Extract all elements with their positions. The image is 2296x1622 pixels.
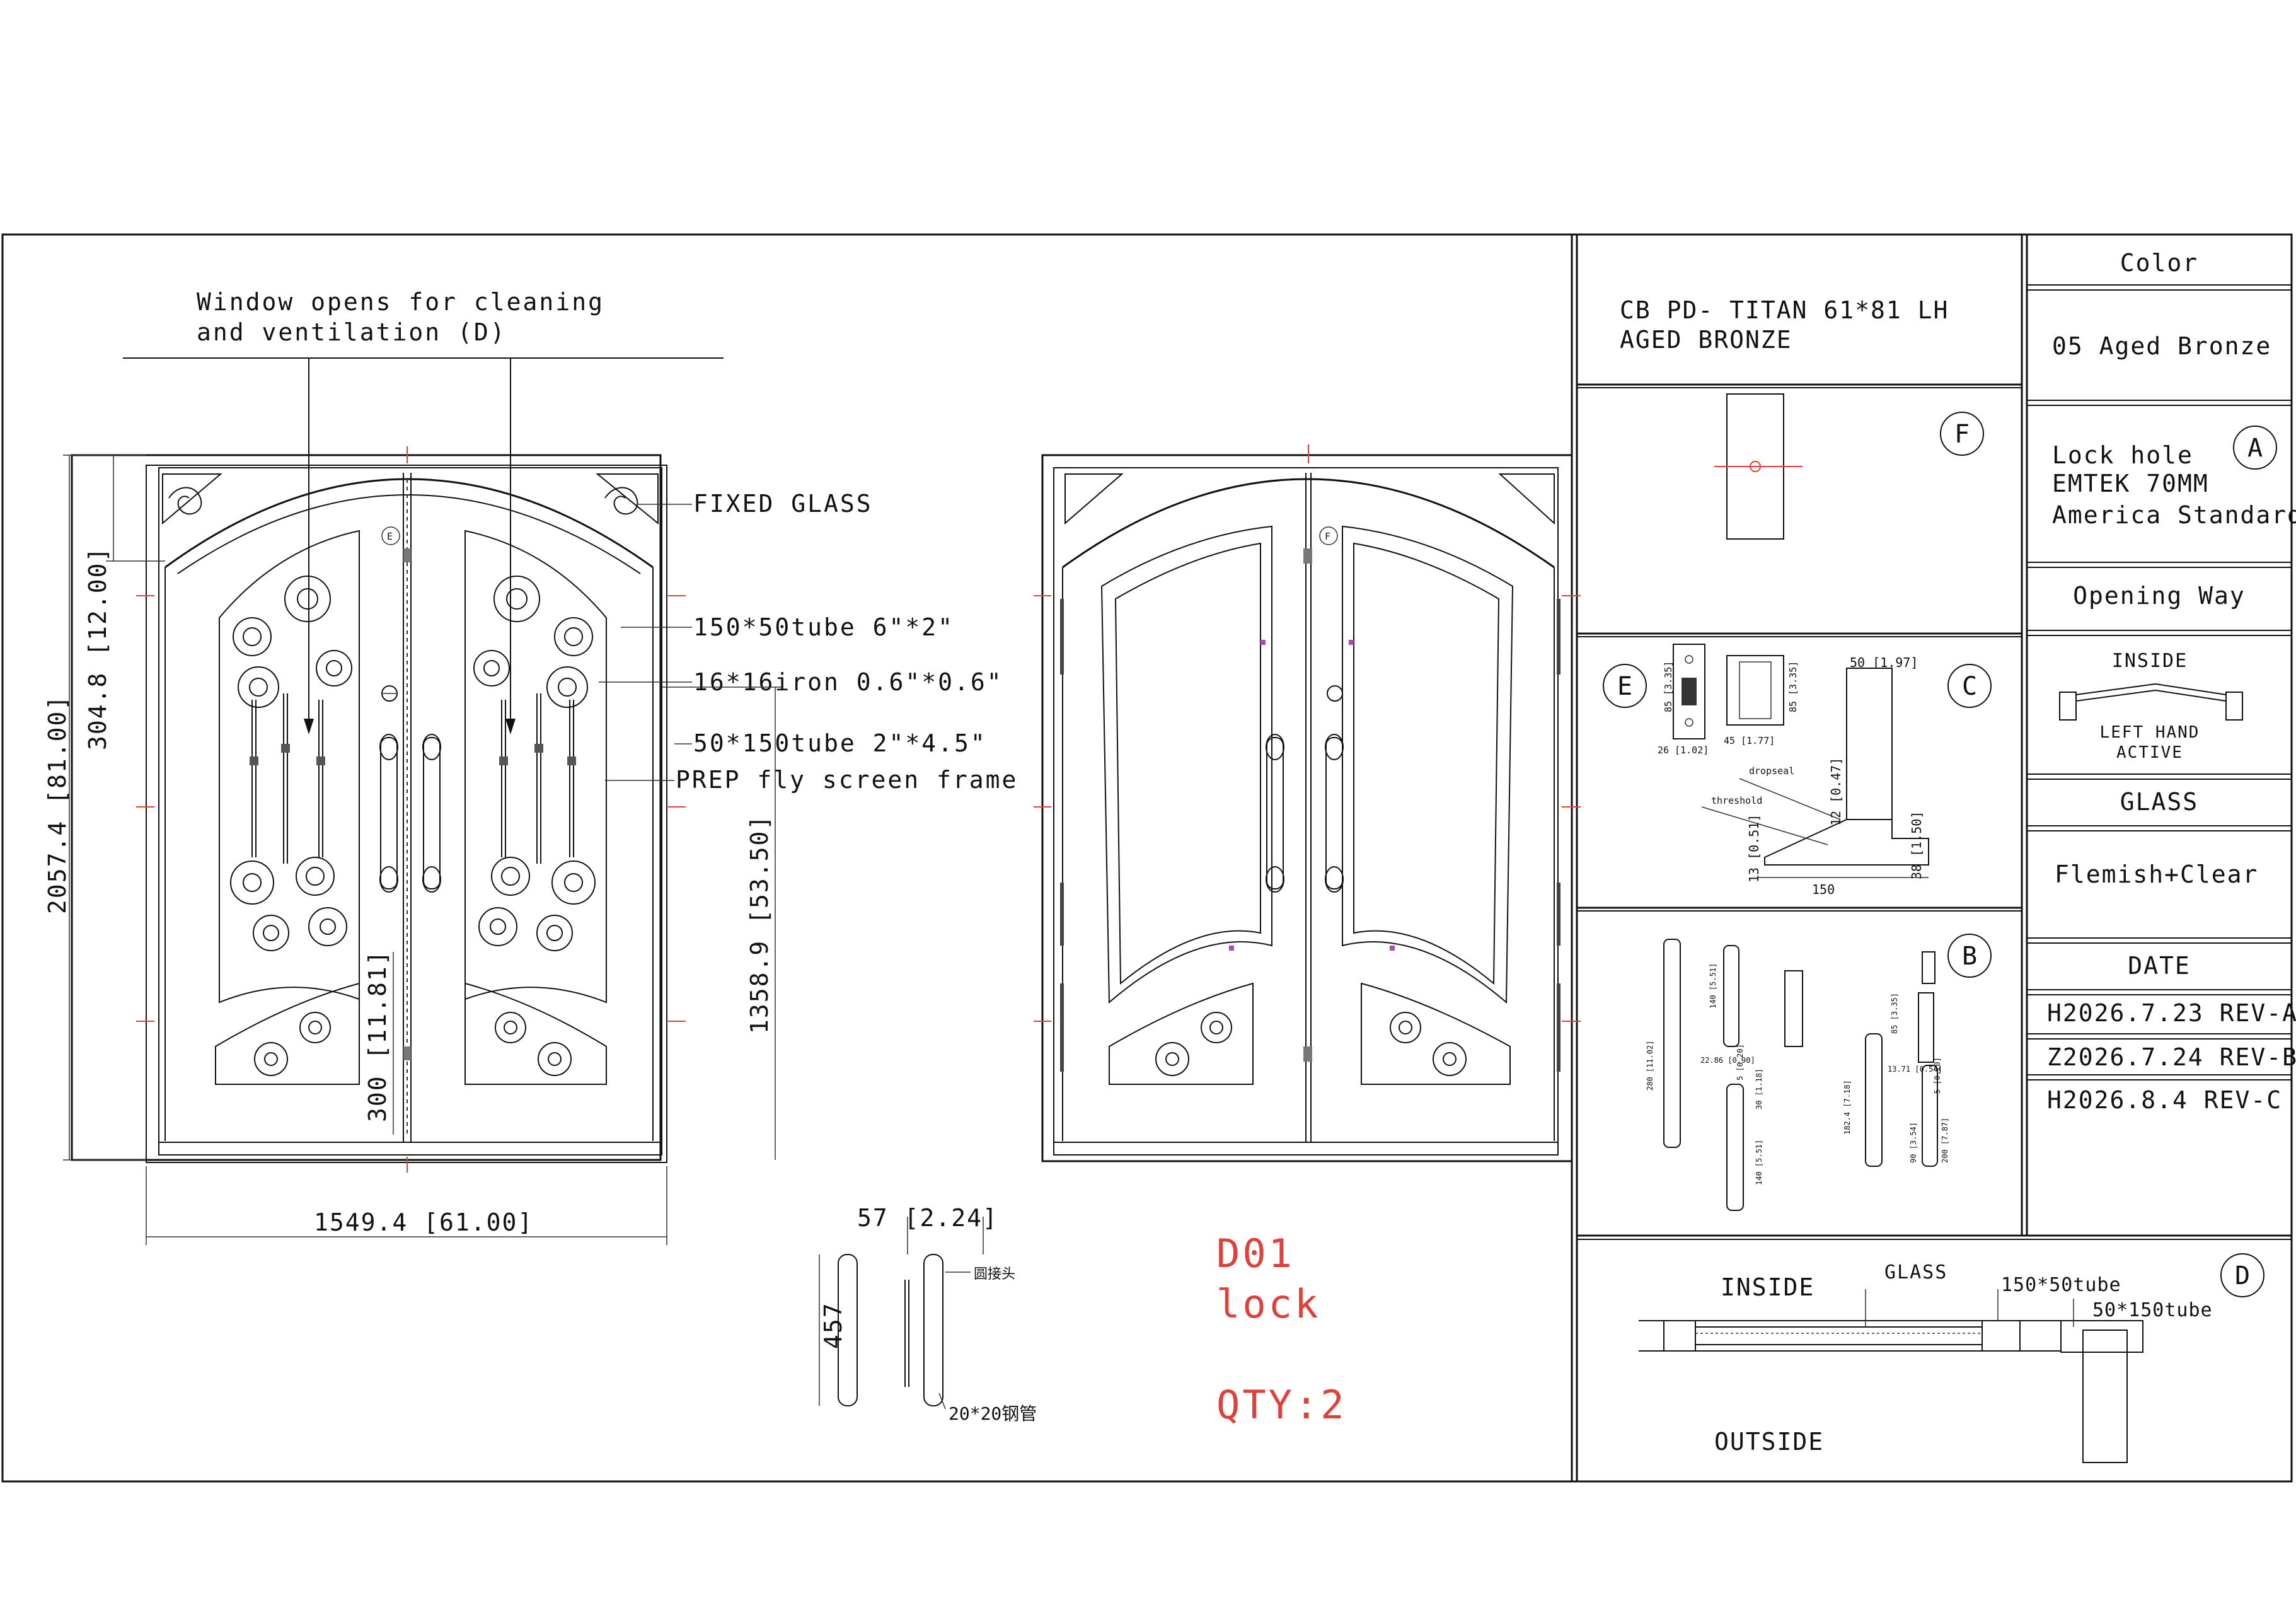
handle-label-top: 圆接头 <box>974 1266 1015 1282</box>
detail-e-marker: E <box>1617 672 1632 701</box>
sheet-border <box>1 233 2293 1483</box>
detail-b-dim-9: 13.71 [0.54] <box>1888 1065 1942 1074</box>
detail-c-dropseal: dropseal <box>1749 765 1794 777</box>
opening-swing-diagram <box>2059 683 2243 721</box>
handle-width: 57 [2.24] <box>857 1204 998 1232</box>
detail-b-dim-3: 22.86 [0.90] <box>1700 1056 1755 1065</box>
door-code: D01 <box>1216 1231 1295 1277</box>
detail-d-glass: GLASS <box>1884 1261 1947 1283</box>
detail-e-dim-1: 85 [3.35] <box>1663 661 1674 712</box>
product-title-line-1: CB PD- TITAN 61*81 LH <box>1620 296 1949 324</box>
tb-date-label: DATE <box>2128 952 2191 980</box>
tb-revision-c: H2026.8.4 REV-C <box>2047 1086 2282 1114</box>
tb-lock-line-1: Lock hole <box>2052 441 2193 469</box>
detail-b-dim-6: 140 [5.51] <box>1755 1140 1763 1185</box>
detail-b-dim-2: 140 [5.51] <box>1709 963 1717 1009</box>
product-title-line-2: AGED BRONZE <box>1620 326 1792 354</box>
detail-c-dim-5: 150 <box>1812 882 1835 897</box>
tb-lock-line-2: EMTEK 70MM <box>2052 470 2209 497</box>
detail-d-marker: D <box>2235 1261 2250 1290</box>
door-type: lock <box>1216 1281 1320 1327</box>
detail-b-dim-7: 182.4 [7.18] <box>1843 1080 1852 1135</box>
dim-total-width: 1549.4 [61.00] <box>314 1208 533 1236</box>
quantity: QTY:2 <box>1216 1382 1347 1428</box>
detail-b-dim-1: 280 [11.02] <box>1646 1041 1654 1091</box>
callout-tube-50x150: 50*150tube 2"*4.5" <box>693 729 987 757</box>
detail-b-dim-10: 5 [0.20] <box>1933 1057 1942 1094</box>
callout-fixed-glass: FIXED GLASS <box>693 490 873 518</box>
handle-detail <box>819 1217 984 1410</box>
detail-b-marker: B <box>1962 942 1977 971</box>
detail-d-tube-b: 50*150tube <box>2092 1299 2213 1321</box>
handle-label-bottom: 20*20钢管 <box>949 1403 1037 1424</box>
callout-fly-screen: PREP fly screen frame <box>676 766 1018 794</box>
detail-f <box>1714 393 1984 540</box>
tb-revision-b: Z2026.7.24 REV-B <box>2047 1043 2296 1071</box>
detail-d-outside: OUTSIDE <box>1714 1428 1824 1456</box>
tb-revision-a: H2026.7.23 REV-A <box>2047 999 2296 1027</box>
tb-color-label: Color <box>2120 249 2198 277</box>
detail-c-dim-3: 38 [1.50] <box>1909 811 1924 879</box>
detail-e-dim-4: 85 [3.35] <box>1787 661 1799 712</box>
callout-tube-150x50: 150*50tube 6"*2" <box>693 613 954 641</box>
detail-b-dim-12: 200 [7.87] <box>1941 1118 1949 1163</box>
detail-b <box>1663 934 1992 1211</box>
detail-c-threshold: threshold <box>1711 795 1762 806</box>
note-window-line-2: and ventilation (D) <box>197 318 507 346</box>
tb-glass-label: GLASS <box>2120 788 2198 816</box>
detail-b-dim-11: 90 [3.54] <box>1909 1122 1918 1163</box>
detail-e-c <box>1603 644 1992 878</box>
detail-b-dim-8: 85 [3.35] <box>1890 993 1899 1034</box>
tb-color-value: 05 Aged Bronze <box>2052 332 2271 360</box>
tb-glass-value: Flemish+Clear <box>2055 860 2258 888</box>
detail-e-dim-2: 26 [1.02] <box>1658 744 1709 756</box>
callout-iron-16x16: 16*16iron 0.6"*0.6" <box>693 668 1003 696</box>
marker-f-right: F <box>1325 531 1330 542</box>
dim-kick-height: 300 [11.81] <box>364 949 391 1122</box>
tb-opening-inside: INSIDE <box>2112 650 2188 672</box>
detail-d-inside: INSIDE <box>1721 1273 1814 1301</box>
detail-c-marker: C <box>1962 672 1977 701</box>
detail-f-marker: F <box>1954 420 1970 449</box>
detail-c-dim-1: 50 [1.97] <box>1850 655 1918 670</box>
detail-c-dim-2: 12 [0.47] <box>1828 758 1843 826</box>
dim-total-height: 2057.4 [81.00] <box>43 695 71 914</box>
dim-lower-height: 1358.9 [53.50] <box>746 814 773 1034</box>
door-exterior-elevation <box>71 446 686 1173</box>
tb-lock-line-3: America Standard <box>2052 501 2296 529</box>
tb-lock-marker: A <box>2247 434 2263 463</box>
note-window-line-1: Window opens for cleaning <box>197 288 604 316</box>
detail-c-dim-4: 13 [0.51] <box>1746 814 1762 883</box>
tb-opening-line-2: ACTIVE <box>2116 743 2183 762</box>
detail-d-tube-a: 150*50tube <box>2001 1274 2121 1296</box>
detail-e-dim-3: 45 [1.77] <box>1724 735 1775 746</box>
door-interior-elevation <box>1034 444 1581 1162</box>
marker-e-left: E <box>387 531 393 542</box>
tb-opening-line-1: LEFT HAND <box>2100 723 2200 742</box>
dim-arch-height: 304.8 [12.00] <box>84 547 112 750</box>
detail-d-section <box>1639 1253 2264 1463</box>
detail-b-dim-5: 30 [1.18] <box>1755 1069 1763 1109</box>
tb-opening-label: Opening Way <box>2073 582 2246 610</box>
detail-b-dim-4: 5 [0.20] <box>1736 1044 1745 1080</box>
dimension-lines <box>63 455 783 1245</box>
handle-height: 457 <box>819 1302 847 1349</box>
